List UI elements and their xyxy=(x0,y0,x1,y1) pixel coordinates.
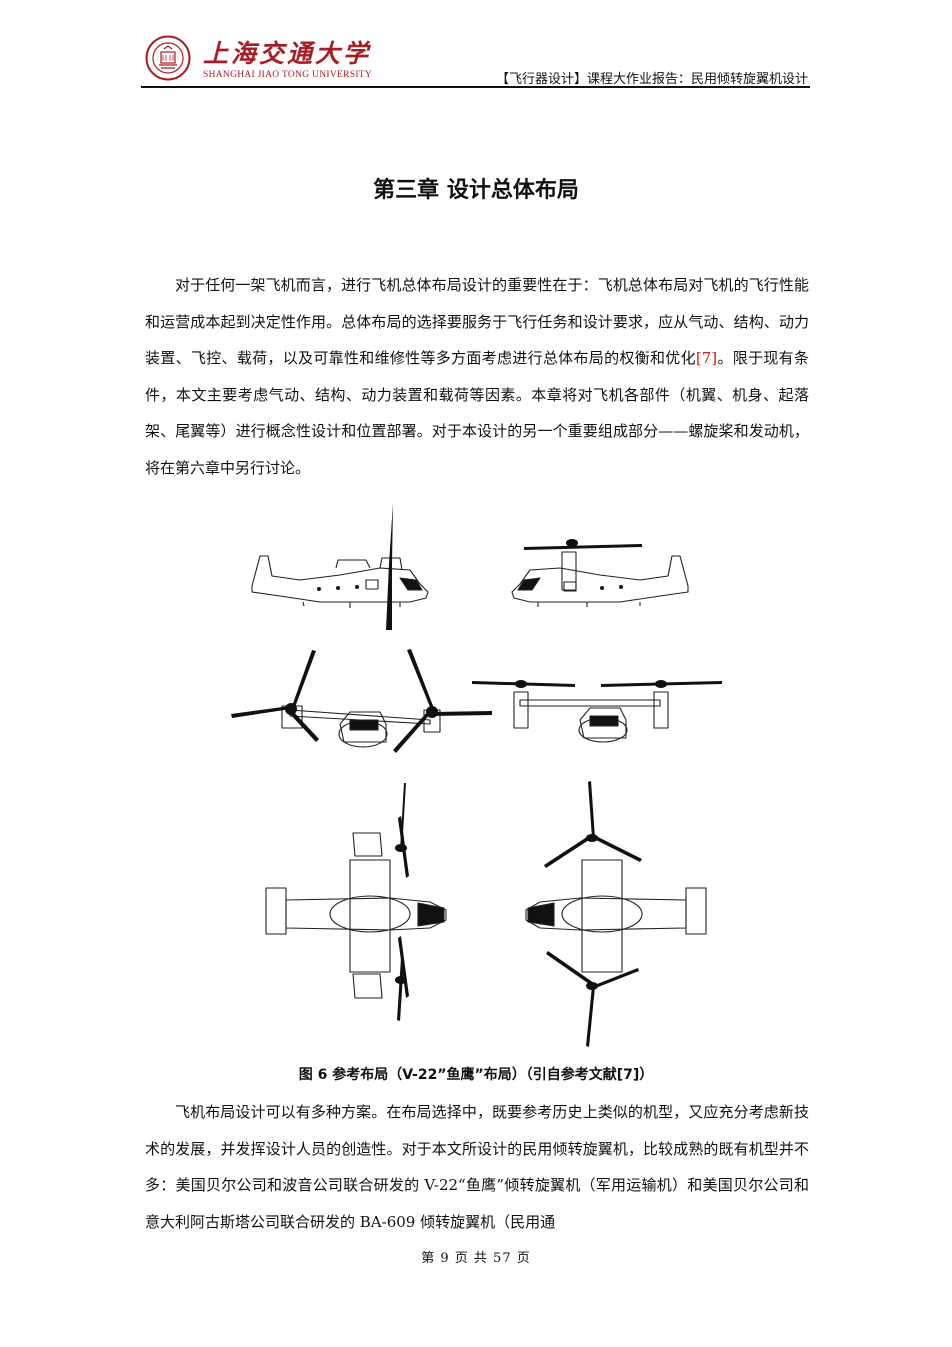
page-header: 上海交通大学 SHANGHAI JIAO TONG UNIVERSITY 【飞行… xyxy=(141,30,810,88)
university-name-en: SHANGHAI JIAO TONG UNIVERSITY xyxy=(203,70,373,80)
figure-caption: 图 6 参考布局（V-22”鱼鹰”布局）（引自参考文献[7]） xyxy=(298,1067,654,1083)
chapter-title: 第三章 设计总体布局 xyxy=(373,178,579,203)
side-view-left xyxy=(251,503,429,630)
paragraph-1: 对于任何一架飞机而言，进行飞机总体布局设计的重要性在于：飞机总体布局对飞机的飞行… xyxy=(145,267,809,487)
citation-link[interactable]: [7] xyxy=(695,349,718,368)
paragraph-1-text-a: 对于任何一架飞机而言，进行飞机总体布局设计的重要性在于：飞机总体布局对飞机的飞行… xyxy=(145,276,809,368)
paragraph-1-text-b: 。限于现有条件，本文主要考虑气动、结构、动力装置和载荷等因素。本章将对飞机各部件… xyxy=(145,349,809,477)
v22-layout-figure xyxy=(220,498,732,1058)
report-title: 【飞行器设计】课程大作业报告：民用倾转旋翼机设计 xyxy=(495,72,808,87)
paragraph-2: 飞机布局设计可以有多种方案。在布局选择中，既要参考历史上类似的机型，又应充分考虑… xyxy=(145,1103,809,1231)
header-rule xyxy=(141,86,810,88)
university-logo: 上海交通大学 SHANGHAI JIAO TONG UNIVERSITY xyxy=(141,32,381,84)
top-view-right xyxy=(525,781,707,1047)
aircraft-drawings xyxy=(231,503,722,1047)
top-view-left xyxy=(265,783,447,1021)
side-view-right xyxy=(511,539,689,607)
front-view-left xyxy=(231,649,492,753)
university-seal-icon xyxy=(145,35,191,81)
page-number: 第 9 页 共 57 页 xyxy=(421,1251,531,1266)
front-view-right xyxy=(472,680,722,743)
university-name-cn: 上海交通大学 xyxy=(203,39,372,68)
